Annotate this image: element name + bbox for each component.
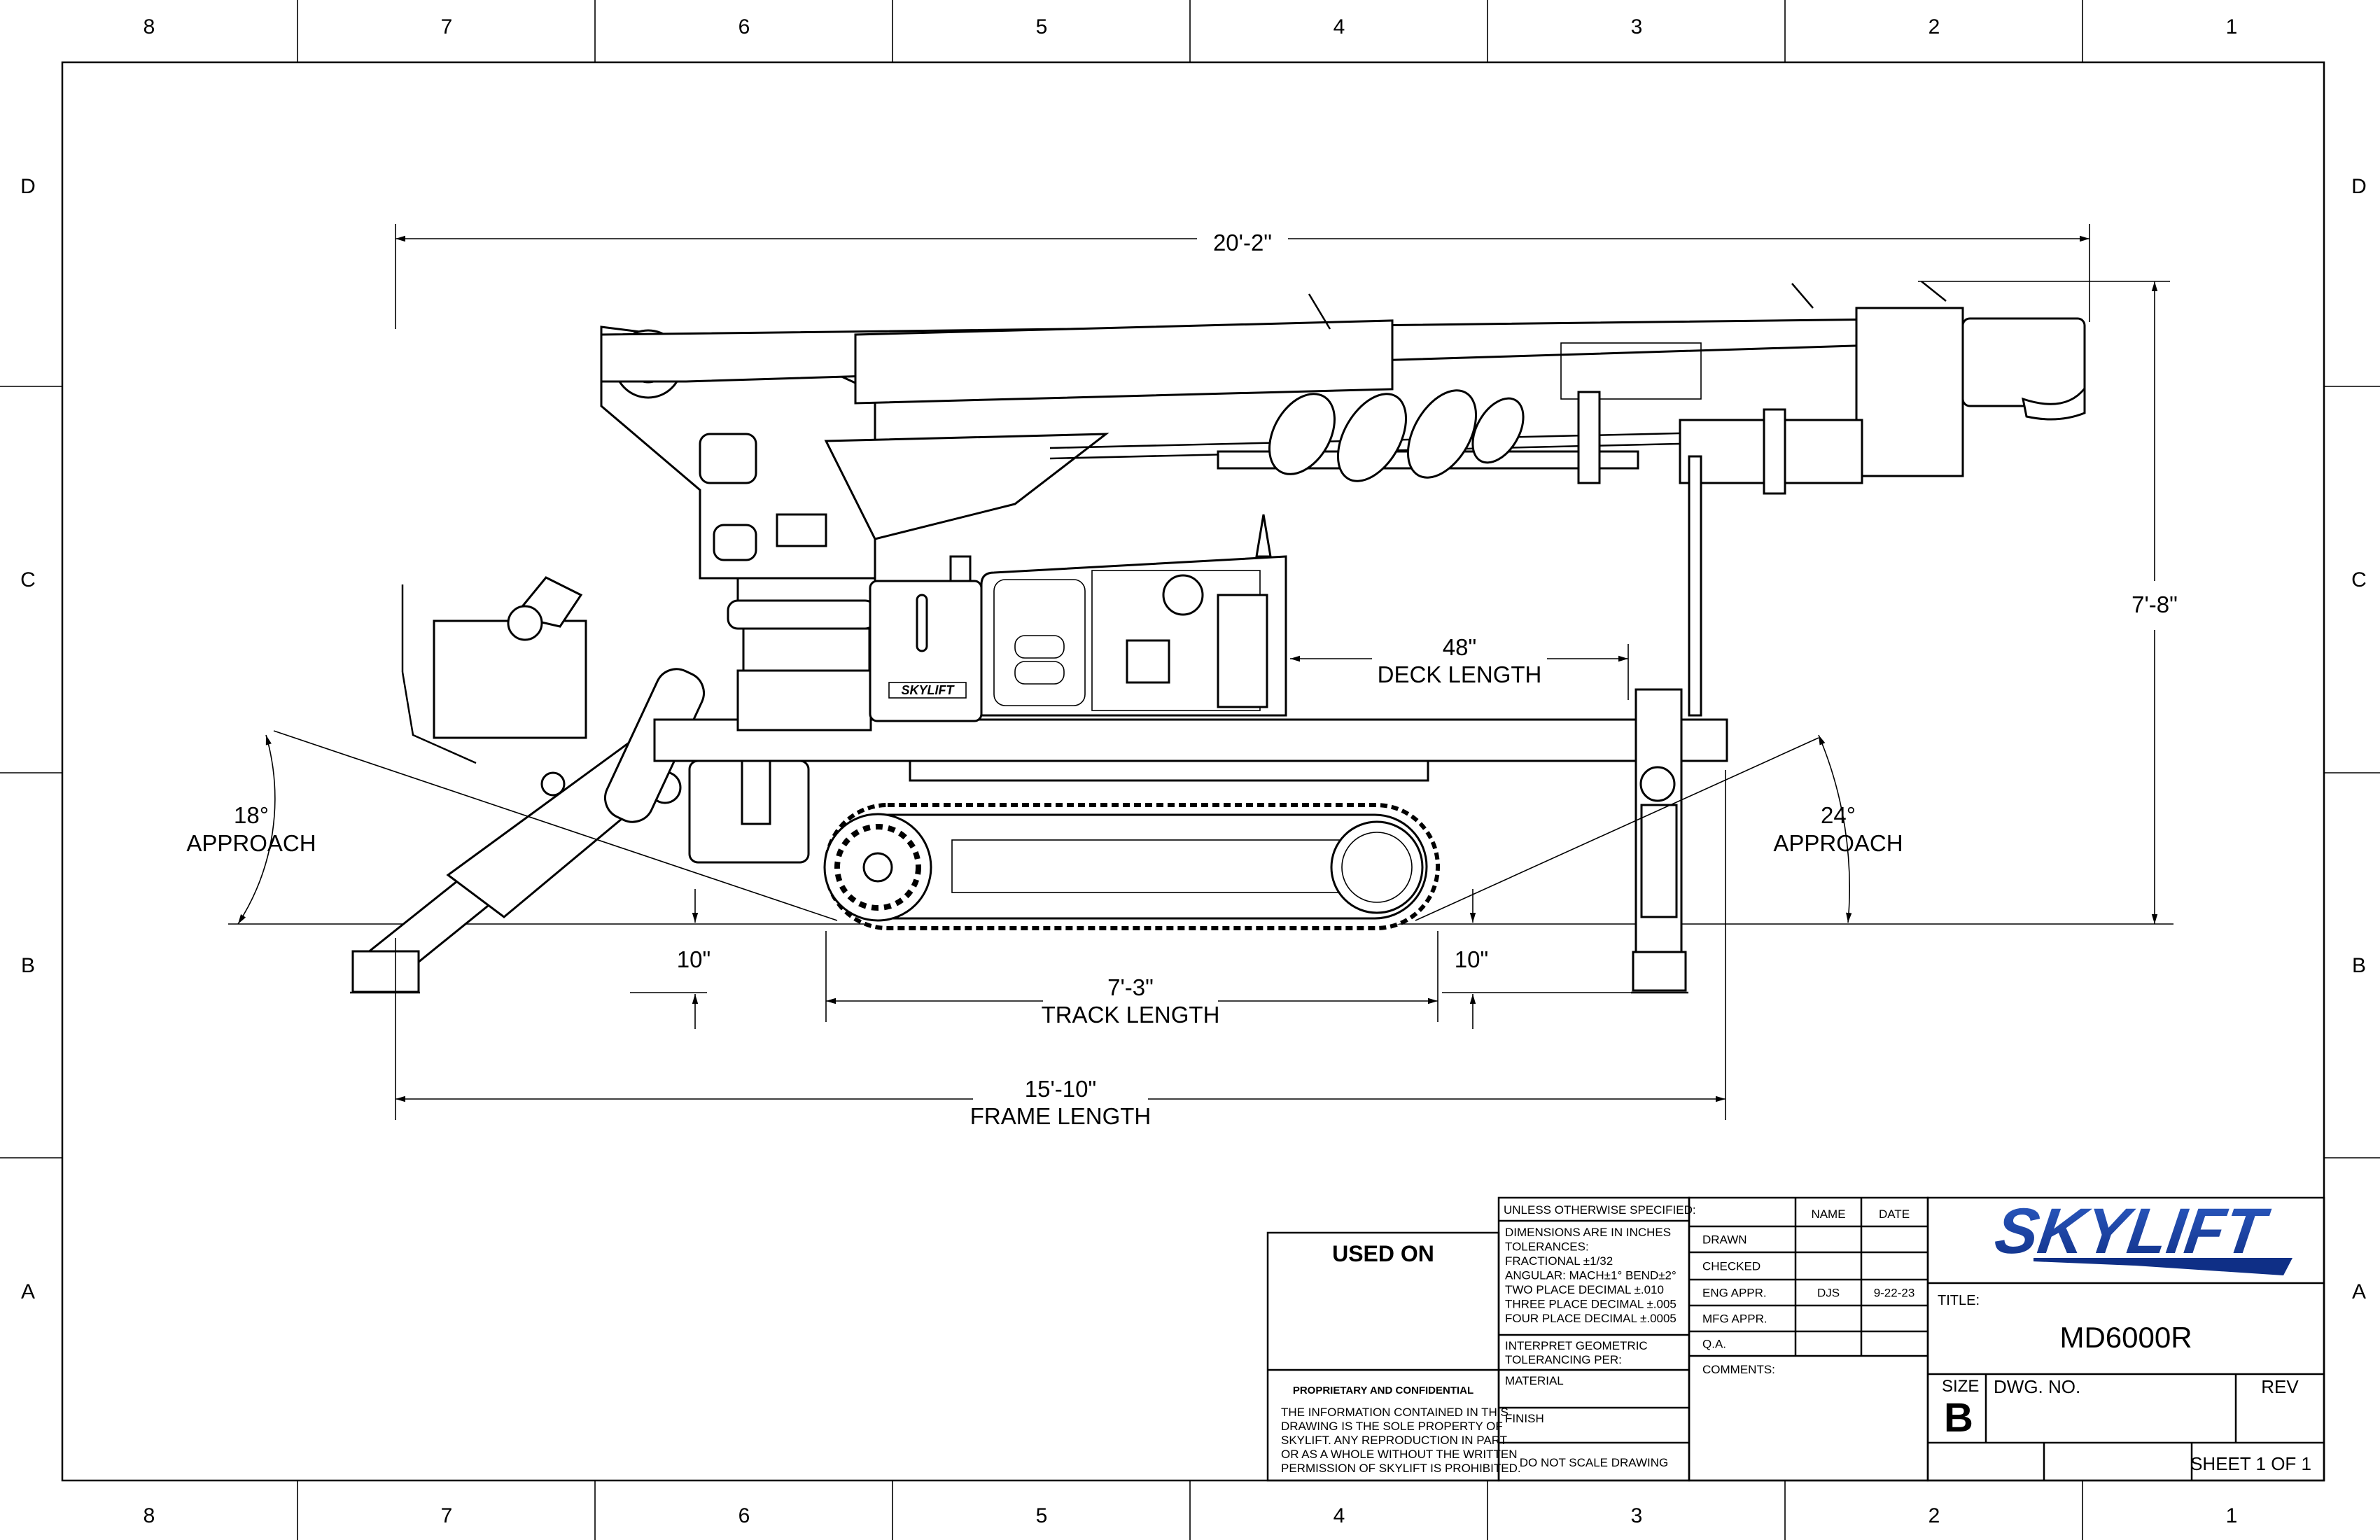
title-label: TITLE:: [1938, 1293, 1980, 1308]
approval-role: Q.A.: [1702, 1338, 1726, 1351]
proprietary-line: DRAWING IS THE SOLE PROPERTY OF: [1281, 1420, 1503, 1433]
approval-role: ENG APPR.: [1702, 1287, 1767, 1300]
frame-length-value: 15'-10": [1025, 1076, 1096, 1102]
proprietary-line: PERMISSION OF SKYLIFT IS PROHIBITED.: [1281, 1462, 1521, 1475]
overall-length-dim: 20'-2": [1213, 230, 1272, 255]
front-clearance-dim: 10": [1455, 946, 1488, 972]
date-header: DATE: [1879, 1208, 1910, 1221]
interpret-line-2: TOLERANCING PER:: [1505, 1353, 1622, 1366]
crawler-track: [823, 803, 1440, 930]
zone-row-label: A: [21, 1280, 35, 1303]
skylift-logo: SKYLIFT: [1991, 1194, 2292, 1275]
zone-column-label: 8: [144, 1504, 155, 1527]
approval-name[interactable]: DJS: [1817, 1287, 1840, 1300]
proprietary-line: OR AS A WHOLE WITHOUT THE WRITTEN: [1281, 1448, 1518, 1461]
logo-swoosh: [2033, 1258, 2292, 1275]
zone-column-label: 8: [144, 15, 155, 38]
zone-column-label: 5: [1036, 15, 1048, 38]
overall-height-dim: 7'-8": [2132, 592, 2178, 617]
zone-column-label: 2: [1928, 15, 1940, 38]
name-header: NAME: [1811, 1208, 1845, 1221]
frame-length-label: FRAME LENGTH: [970, 1103, 1152, 1129]
deck-length-label: DECK LENGTH: [1378, 662, 1542, 687]
tolerance-line: FRACTIONAL ±1/32: [1505, 1254, 1613, 1268]
front-approach-label: APPROACH: [1773, 830, 1903, 856]
zone-row-label: A: [2352, 1280, 2366, 1303]
tolerance-line: FOUR PLACE DECIMAL ±.0005: [1505, 1312, 1676, 1325]
zone-row-label: D: [20, 175, 36, 198]
zone-column-label: 6: [738, 15, 750, 38]
proprietary-line: THE INFORMATION CONTAINED IN THIS: [1281, 1406, 1508, 1419]
zone-column-label: 7: [441, 15, 453, 38]
rev-label: REV: [2261, 1376, 2299, 1397]
tolerance-line: THREE PLACE DECIMAL ±.005: [1505, 1298, 1676, 1311]
proprietary-title: PROPRIETARY AND CONFIDENTIAL: [1293, 1385, 1474, 1396]
zone-column-label: 7: [441, 1504, 453, 1527]
zone-row-label: C: [20, 568, 36, 592]
zone-column-label: 4: [1334, 15, 1345, 38]
track-length-label: TRACK LENGTH: [1042, 1002, 1220, 1028]
inner-frame: [61, 61, 2325, 1482]
finish-label: FINISH: [1505, 1412, 1544, 1425]
zone-column-label: 2: [1928, 1504, 1940, 1527]
unless-specified-label: UNLESS OTHERWISE SPECIFIED:: [1504, 1203, 1696, 1217]
zone-column-label: 1: [2226, 1504, 2238, 1527]
front-outrigger: [1631, 455, 1702, 994]
used-on-label: USED ON: [1332, 1241, 1434, 1266]
do-not-scale-note: DO NOT SCALE DRAWING: [1520, 1456, 1669, 1469]
logo-text: SKYLIFT: [1991, 1194, 2274, 1266]
zone-row-label: C: [2351, 568, 2367, 592]
tolerance-line: DIMENSIONS ARE IN INCHES: [1505, 1226, 1671, 1239]
zone-row-label: B: [21, 954, 35, 977]
sheet-size: B: [1944, 1395, 1973, 1441]
zone-column-label: 3: [1631, 1504, 1643, 1527]
turret: [688, 577, 876, 864]
track-length-value: 7'-3": [1107, 974, 1154, 1000]
boom: [600, 281, 2086, 477]
zone-row-label: D: [2351, 175, 2367, 198]
interpret-line-1: INTERPRET GEOMETRIC: [1505, 1339, 1648, 1352]
zone-column-label: 5: [1036, 1504, 1048, 1527]
proprietary-line: SKYLIFT. ANY REPRODUCTION IN PART: [1281, 1434, 1507, 1447]
engine-compartment: [949, 514, 1287, 717]
rear-control-box: [401, 576, 587, 764]
drawing-title: MD6000R: [2059, 1321, 2192, 1354]
machine-decal: SKYLIFT: [902, 683, 955, 697]
idler-wheel: [1330, 820, 1424, 914]
rear-approach-label: APPROACH: [186, 830, 316, 856]
size-label: SIZE: [1942, 1377, 1979, 1396]
front-approach-angle: 24°: [1821, 802, 1856, 828]
approval-role: DRAWN: [1702, 1233, 1747, 1247]
comments-label: COMMENTS:: [1702, 1363, 1775, 1376]
zone-column-label: 3: [1631, 15, 1643, 38]
rear-approach-angle: 18°: [234, 802, 269, 828]
dimensions: 20'-2" 7'-8" 48" DECK LENGTH 10" 10" 7'-…: [186, 224, 2178, 1129]
auger: [1217, 389, 1863, 495]
title-block: USED ON PROPRIETARY AND CONFIDENTIAL THE…: [1266, 1194, 2325, 1482]
approval-date[interactable]: 9-22-23: [1874, 1287, 1915, 1300]
zone-column-label: 1: [2226, 15, 2238, 38]
zone-column-label: 6: [738, 1504, 750, 1527]
rear-clearance-dim: 10": [677, 946, 710, 972]
approval-role: CHECKED: [1702, 1260, 1760, 1273]
track-frame-top: [909, 760, 1429, 782]
dwg-no-label: DWG. NO.: [1994, 1376, 2080, 1397]
md6000r-side-view: SKYLIFT: [228, 281, 2174, 994]
deck-length-value: 48": [1443, 634, 1476, 660]
tolerance-line: ANGULAR: MACH±1° BEND±2°: [1505, 1269, 1676, 1282]
material-label: MATERIAL: [1505, 1374, 1564, 1387]
tolerance-line: TOLERANCES:: [1505, 1240, 1589, 1254]
sheet-number: SHEET 1 OF 1: [2190, 1453, 2311, 1474]
zone-column-label: 4: [1334, 1504, 1345, 1527]
approval-role: MFG APPR.: [1702, 1312, 1768, 1326]
zone-row-label: B: [2352, 954, 2366, 977]
tolerance-line: TWO PLACE DECIMAL ±.010: [1505, 1283, 1664, 1296]
